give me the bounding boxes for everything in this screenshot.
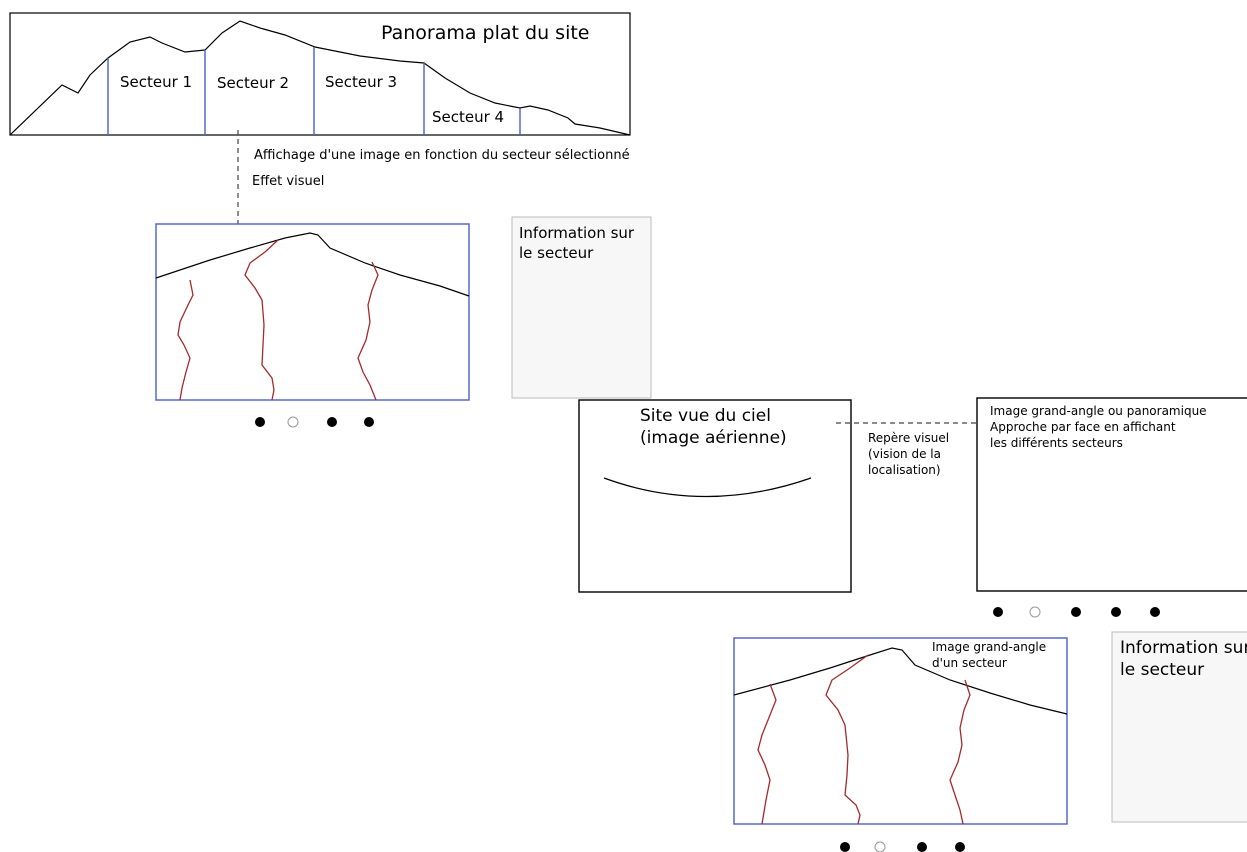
carousel-dot-active[interactable] — [955, 842, 965, 852]
carousel-dot-active[interactable] — [327, 417, 337, 427]
ravine-line — [825, 654, 869, 825]
carousel-dot-active[interactable] — [255, 417, 265, 427]
carousel-dot-active[interactable] — [840, 842, 850, 852]
carousel-dot-inactive[interactable] — [287, 416, 299, 428]
ravine-line — [949, 679, 971, 825]
ravine-line — [244, 239, 279, 401]
aerial-panel: Site vue du ciel (image aérienne) — [578, 399, 852, 593]
sector-2-label[interactable]: Secteur 2 — [217, 74, 289, 92]
carousel-dot-active[interactable] — [1111, 607, 1121, 617]
effet-visuel-note: Effet visuel — [252, 174, 324, 189]
repere-line: (vision de la — [868, 447, 941, 461]
sector-image-caption: d'un secteur — [932, 656, 1007, 670]
info-panel-line: le secteur — [1120, 660, 1204, 680]
grand-angle-line: Approche par face en affichant — [990, 420, 1176, 434]
carousel-dot-active[interactable] — [917, 842, 927, 852]
carousel-dots-2 — [993, 606, 1160, 618]
panorama-panel: Panorama plat du site Secteur 1 Secteur … — [9, 12, 631, 136]
carousel-dot-active[interactable] — [364, 417, 374, 427]
grand-angle-frame — [976, 397, 1247, 592]
info-panel-frame — [511, 216, 652, 399]
ravine-line — [177, 279, 194, 401]
ridge-profile — [9, 20, 631, 136]
carousel-dot-inactive[interactable] — [874, 841, 886, 852]
info-panel-line: Information sur — [1120, 638, 1247, 658]
info-panel-line: le secteur — [519, 244, 594, 262]
sector-image-caption: Image grand-angle — [932, 640, 1046, 654]
carousel-dots-3 — [840, 841, 965, 852]
aerial-subtitle: (image aérienne) — [640, 428, 787, 448]
carousel-dot-active[interactable] — [1071, 607, 1081, 617]
grand-angle-line: les différents secteurs — [990, 436, 1123, 450]
mountain-ridge — [733, 647, 1068, 715]
repere-line: Repère visuel — [868, 431, 949, 445]
panorama-frame — [9, 12, 631, 136]
panorama-title: Panorama plat du site — [381, 22, 590, 44]
sector-4-label[interactable]: Secteur 4 — [432, 108, 504, 126]
repere-line: localisation) — [868, 463, 941, 477]
sector-image-panel — [155, 223, 470, 401]
carousel-dot-active[interactable] — [1150, 607, 1160, 617]
sector-image-frame — [733, 637, 1068, 825]
carousel-dots-1 — [255, 416, 374, 428]
ravine-line — [357, 261, 379, 401]
info-panel-1: Information sur le secteur — [511, 216, 652, 399]
ravine-line — [757, 683, 777, 825]
carousel-dot-inactive[interactable] — [1029, 606, 1041, 618]
sector-image-frame — [155, 223, 470, 401]
carousel-dot-active[interactable] — [993, 607, 1003, 617]
sector-3-label[interactable]: Secteur 3 — [325, 73, 397, 91]
info-panel-frame — [1111, 631, 1247, 823]
sector-1-label[interactable]: Secteur 1 — [120, 73, 192, 91]
grand-angle-panel: Image grand-angle ou panoramique Approch… — [976, 397, 1247, 592]
mountain-ridge — [155, 232, 470, 297]
aerial-title: Site vue du ciel — [640, 406, 771, 426]
grand-angle-line: Image grand-angle ou panoramique — [990, 404, 1207, 418]
info-panel-line: Information sur — [519, 224, 635, 242]
sector-image-panel-2: Image grand-angle d'un secteur — [733, 637, 1068, 825]
info-panel-2: Information sur le secteur — [1111, 631, 1247, 823]
affichage-note: Affichage d'une image en fonction du sec… — [254, 148, 630, 163]
aerial-curve — [603, 477, 812, 498]
